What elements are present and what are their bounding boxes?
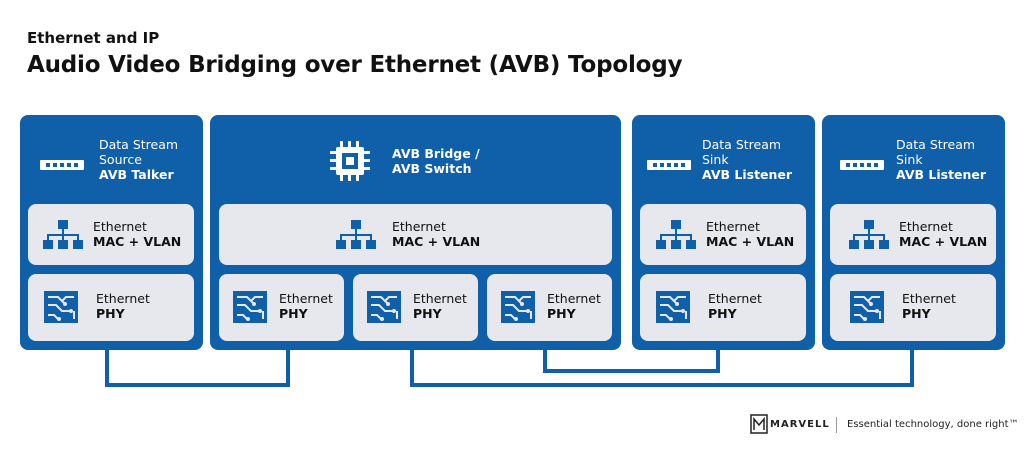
talker-role: AVB Talker (99, 167, 174, 182)
sink2-node: Data Stream Sink AVB Listener Ethernet M… (822, 115, 1005, 350)
link-talker-bridge (105, 348, 290, 387)
bridge-node: AVB Bridge / AVB Switch Ethernet MAC + V… (210, 115, 621, 350)
sink1-label: Data Stream Sink AVB Listener (702, 137, 792, 182)
sink2-line2: Sink (896, 152, 923, 167)
sink1-line2: Sink (702, 152, 729, 167)
link-bridge-sink1 (543, 348, 720, 373)
talker-phy-label: Ethernet PHY (96, 291, 150, 321)
sink1-mac-label: Ethernet MAC + VLAN (706, 219, 794, 249)
network-tree-icon (43, 220, 83, 254)
sink2-label: Data Stream Sink AVB Listener (896, 137, 986, 182)
circuit-board-icon (656, 291, 690, 327)
brand-tagline: Essential technology, done right™ (847, 419, 1019, 430)
sink2-role: AVB Listener (896, 167, 987, 182)
talker-mac-layer: Ethernet MAC + VLAN (28, 204, 194, 265)
network-tree-icon (336, 220, 376, 254)
bridge-phy-port-1: Ethernet PHY (219, 274, 344, 341)
bridge-phy-port-2: Ethernet PHY (353, 274, 478, 341)
mac-line1: Ethernet (706, 219, 760, 234)
talker-phy-layer: Ethernet PHY (28, 274, 194, 341)
sink2-line1: Data Stream (896, 137, 976, 152)
phy-line2: PHY (547, 306, 576, 321)
circuit-board-icon (44, 291, 78, 327)
phy-line1: Ethernet (96, 291, 150, 306)
phy-line1: Ethernet (708, 291, 762, 306)
phy-line2: PHY (902, 306, 931, 321)
eyebrow-heading: Ethernet and IP (27, 29, 160, 47)
link-bridge-sink2 (410, 348, 914, 387)
phy-line1: Ethernet (413, 291, 467, 306)
page-title: Audio Video Bridging over Ethernet (AVB)… (27, 52, 683, 78)
switch-device-icon (840, 155, 884, 174)
sink1-role: AVB Listener (702, 167, 793, 182)
sink1-phy-layer: Ethernet PHY (640, 274, 806, 341)
circuit-board-icon (367, 291, 401, 327)
phy-line1: Ethernet (547, 291, 601, 306)
talker-line1: Data Stream (99, 137, 179, 152)
mac-line1: Ethernet (93, 219, 147, 234)
mac-line2: MAC + VLAN (392, 234, 481, 249)
sink1-phy-label: Ethernet PHY (708, 291, 762, 321)
chip-icon (330, 141, 370, 185)
network-tree-icon (656, 220, 696, 254)
marvell-logo-icon (750, 414, 768, 438)
sink1-line1: Data Stream (702, 137, 782, 152)
switch-device-icon (40, 155, 84, 174)
phy-line1: Ethernet (902, 291, 956, 306)
sink1-node: Data Stream Sink AVB Listener Ethernet M… (632, 115, 815, 350)
sink2-phy-layer: Ethernet PHY (830, 274, 996, 341)
mac-line2: MAC + VLAN (706, 234, 795, 249)
bridge-phy2-label: Ethernet PHY (413, 291, 467, 321)
phy-line2: PHY (708, 306, 737, 321)
phy-line1: Ethernet (279, 291, 333, 306)
talker-line2: Source (99, 152, 142, 167)
bridge-phy1-label: Ethernet PHY (279, 291, 333, 321)
talker-mac-label: Ethernet MAC + VLAN (93, 219, 181, 249)
talker-label: Data Stream Source AVB Talker (99, 137, 178, 182)
bridge-phy3-label: Ethernet PHY (547, 291, 601, 321)
footer-divider (836, 417, 837, 433)
circuit-board-icon (850, 291, 884, 327)
mac-line2: MAC + VLAN (93, 234, 182, 249)
sink2-mac-label: Ethernet MAC + VLAN (899, 219, 987, 249)
circuit-board-icon (233, 291, 267, 327)
bridge-line2: AVB Switch (392, 161, 472, 176)
mac-line1: Ethernet (392, 219, 446, 234)
talker-node: Data Stream Source AVB Talker Ethernet M… (20, 115, 203, 350)
bridge-mac-label: Ethernet MAC + VLAN (392, 219, 480, 249)
sink2-mac-layer: Ethernet MAC + VLAN (830, 204, 996, 265)
phy-line2: PHY (279, 306, 308, 321)
phy-line2: PHY (96, 306, 125, 321)
sink1-mac-layer: Ethernet MAC + VLAN (640, 204, 806, 265)
mac-line2: MAC + VLAN (899, 234, 988, 249)
phy-line2: PHY (413, 306, 442, 321)
bridge-line1: AVB Bridge / (392, 146, 480, 161)
bridge-label: AVB Bridge / AVB Switch (392, 146, 480, 176)
brand-name: MARVELL (770, 419, 830, 430)
switch-device-icon (647, 155, 691, 174)
bridge-phy-port-3: Ethernet PHY (487, 274, 612, 341)
network-tree-icon (849, 220, 889, 254)
circuit-board-icon (501, 291, 535, 327)
sink2-phy-label: Ethernet PHY (902, 291, 956, 321)
bridge-mac-layer: Ethernet MAC + VLAN (219, 204, 612, 265)
mac-line1: Ethernet (899, 219, 953, 234)
